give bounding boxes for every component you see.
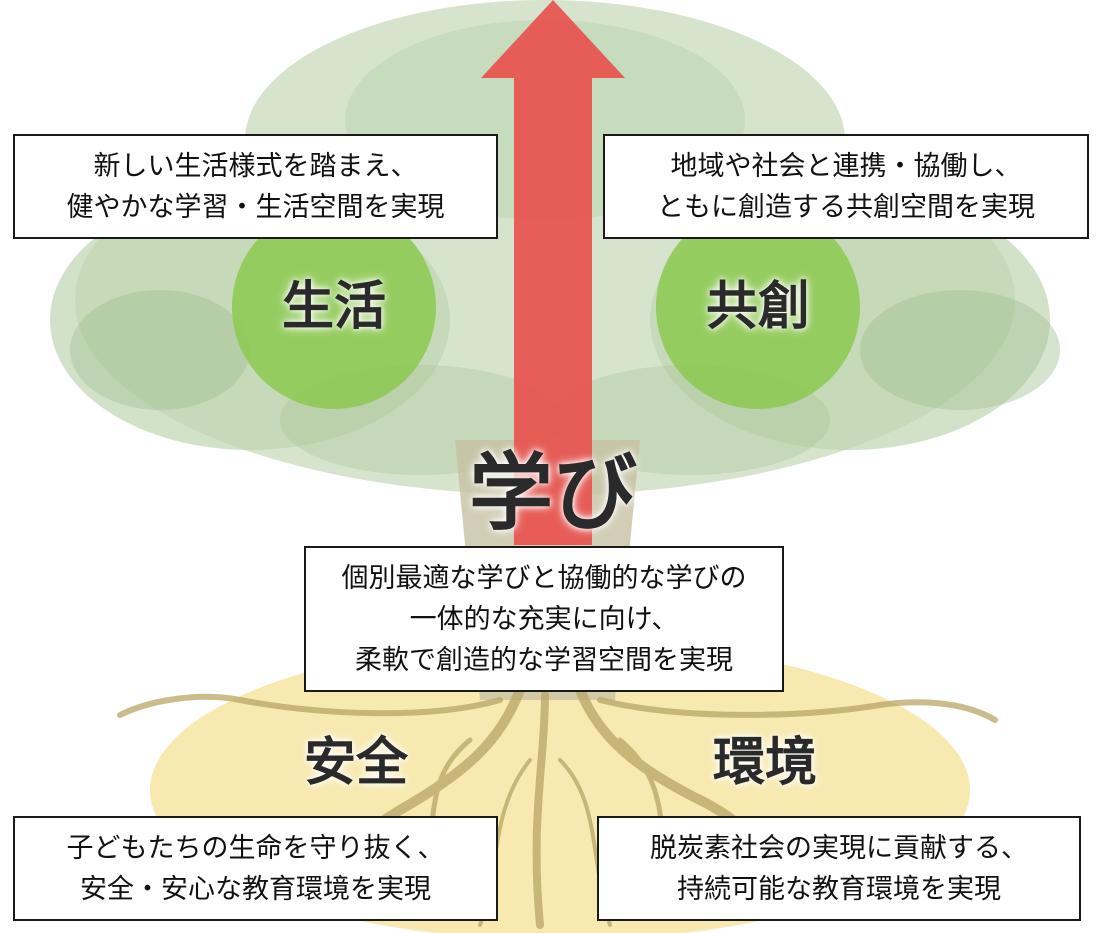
cocreation-description-box: 地域や社会と連携・協働し、 ともに創造する共創空間を実現 [603,134,1089,239]
environment-description-line-1: 脱炭素社会の実現に貢献する、 [650,832,1028,864]
learning-arrow [481,0,625,545]
life-description-line-2: 健やかな学習・生活空間を実現 [66,191,445,223]
environment-label: 環境 [712,733,817,793]
safety-description-line-1: 子どもたちの生命を守り抜く、 [66,832,445,864]
learning-description-line-1: 個別最適な学びと協働的な学びの [341,562,747,594]
learning-label: 学び [468,444,637,542]
cocreation-label: 共創 [705,277,810,337]
learning-description-box: 個別最適な学びと協働的な学びの 一体的な充実に向け、 柔軟で創造的な学習空間を実… [304,546,784,692]
life-description-box: 新しい生活様式を踏まえ、 健やかな学習・生活空間を実現 [13,134,498,239]
environment-description-box: 脱炭素社会の実現に貢献する、 持続可能な教育環境を実現 [597,816,1081,921]
learning-description-line-2: 一体的な充実に向け、 [409,603,679,635]
life-description-line-1: 新しい生活様式を踏まえ、 [93,150,418,182]
life-circle [232,205,436,409]
learning-description-line-3: 柔軟で創造的な学習空間を実現 [355,644,733,676]
safety-description-line-2: 安全・安心な教育環境を実現 [80,873,431,905]
safety-label: 安全 [303,733,408,793]
cocreation-circle [656,205,860,409]
cocreation-description-line-1: 地域や社会と連携・協働し、 [670,150,1022,182]
safety-description-box: 子どもたちの生命を守り抜く、 安全・安心な教育環境を実現 [13,816,498,921]
cocreation-description-line-2: ともに創造する共創空間を実現 [657,191,1035,223]
life-label: 生活 [281,277,386,337]
environment-description-line-2: 持続可能な教育環境を実現 [677,873,1001,905]
